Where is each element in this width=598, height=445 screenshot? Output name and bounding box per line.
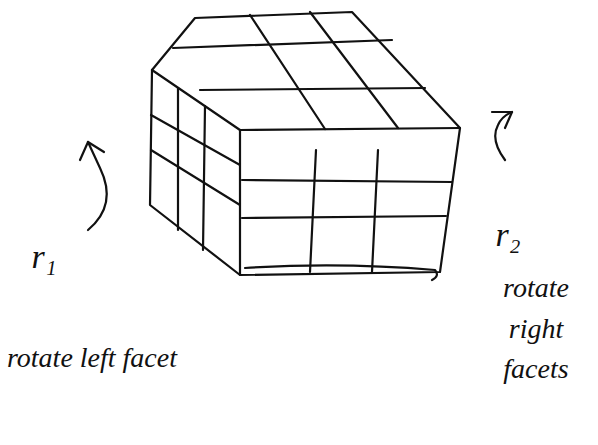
squiggle [245, 265, 437, 280]
left-grid [177, 88, 179, 230]
caption-note: rotate left facet [4, 338, 180, 379]
front-grid [242, 216, 446, 218]
cube-outline [150, 12, 460, 275]
top-grid [250, 15, 325, 129]
caption-note: rotate right facets [482, 268, 590, 390]
top-grid [173, 40, 392, 48]
left-grid [151, 150, 240, 205]
top-grid [310, 12, 398, 128]
rotation-label: r₂ [478, 210, 538, 259]
arrow-head [80, 142, 104, 160]
top-grid [200, 88, 425, 90]
front-grid [310, 150, 316, 272]
rotation-arrow [88, 142, 107, 230]
rotation-label: r₁ [14, 232, 74, 281]
left-grid [203, 106, 205, 250]
arrow-head [492, 112, 512, 128]
cube-edge [239, 130, 241, 275]
front-grid [242, 180, 452, 182]
front-grid [372, 150, 378, 272]
